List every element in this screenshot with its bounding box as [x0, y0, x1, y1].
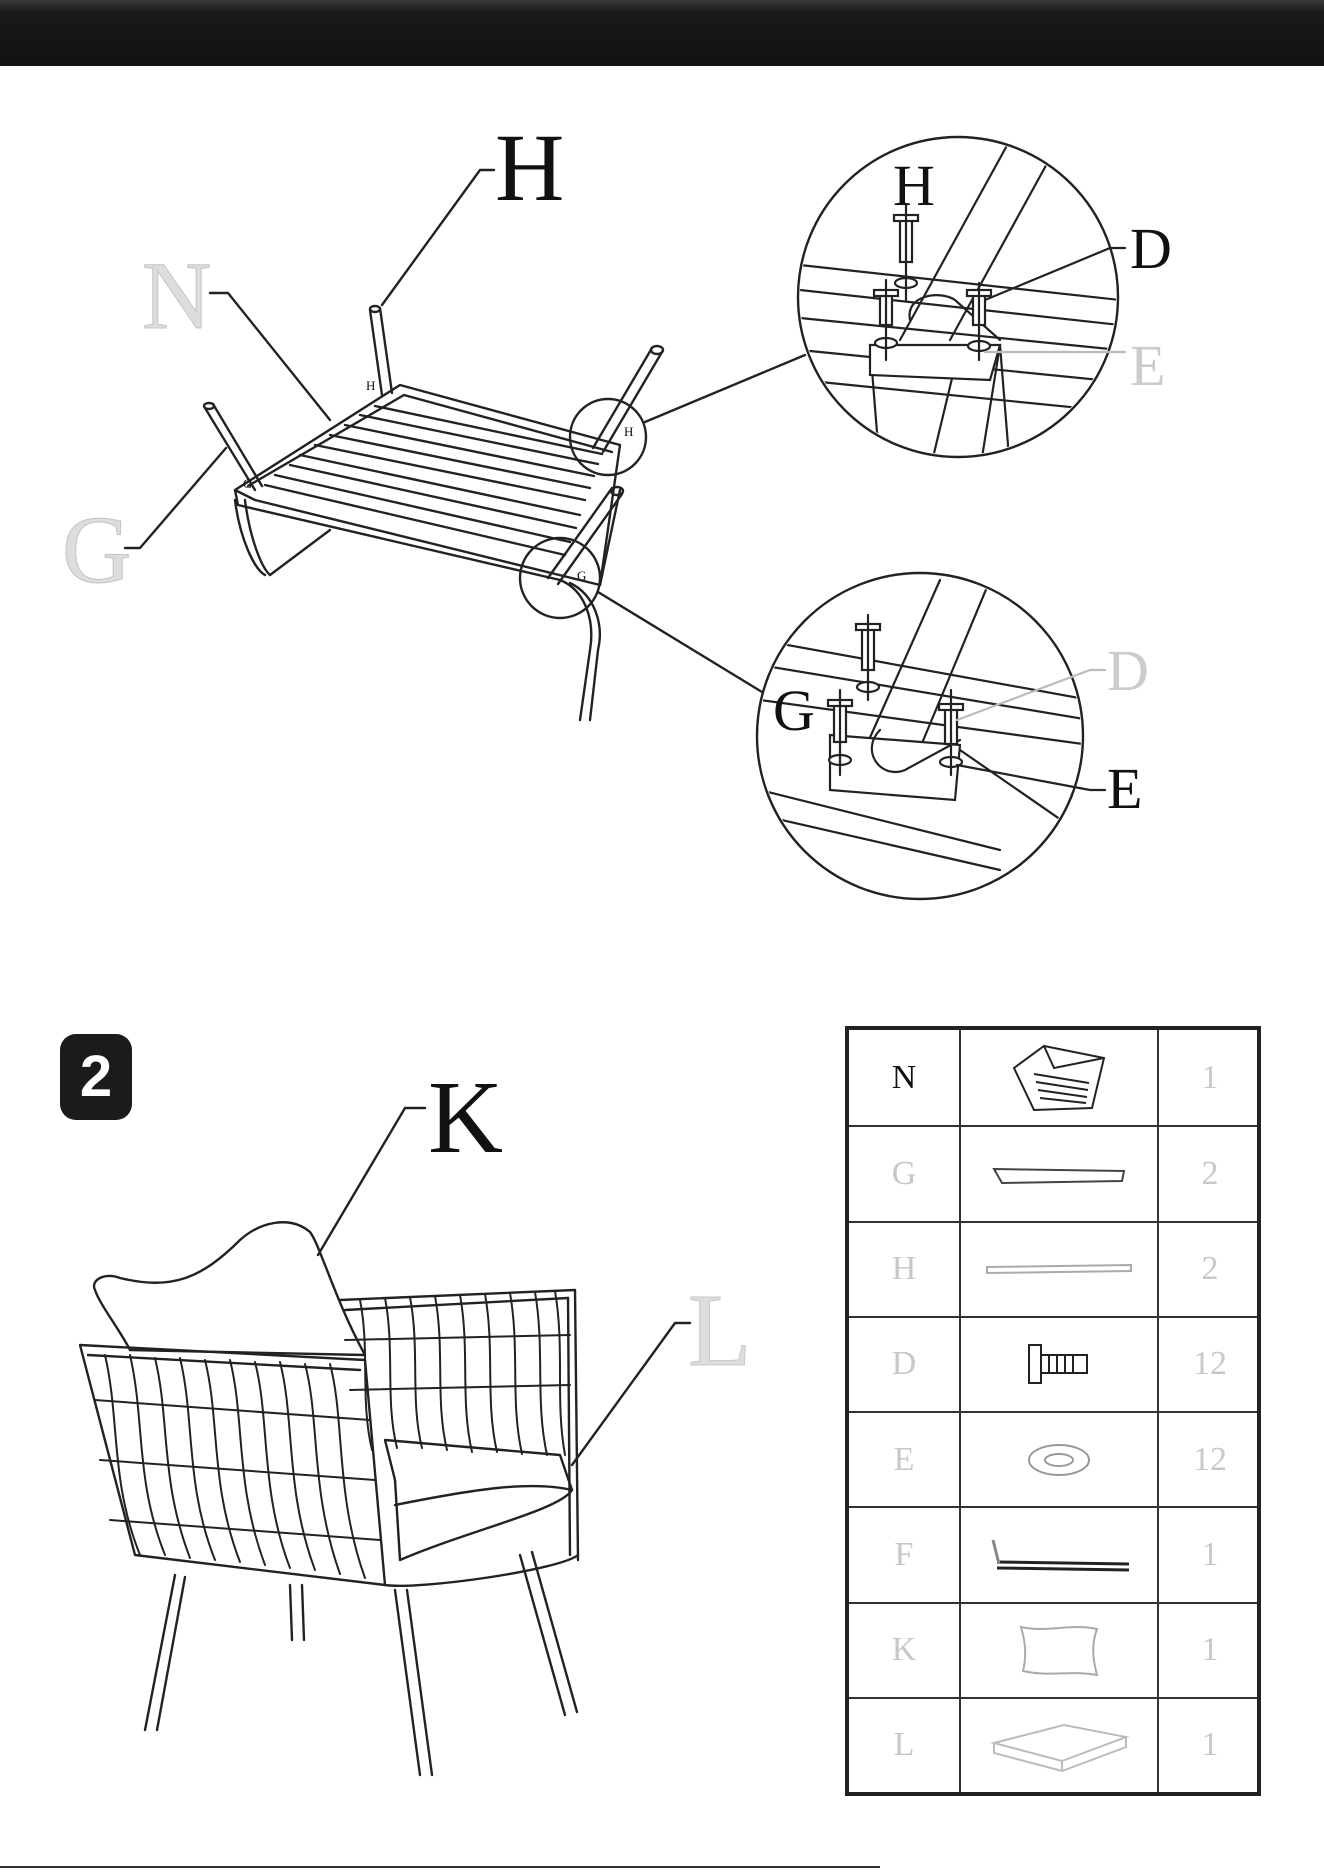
bolt-icon — [959, 1318, 1159, 1411]
part-quantity: 2 — [1159, 1223, 1261, 1316]
part-code: D — [849, 1318, 959, 1411]
pillow-icon — [959, 1604, 1159, 1697]
part-quantity: 1 — [1159, 1508, 1261, 1601]
part-code: H — [849, 1223, 959, 1316]
callout-K: K — [428, 1060, 503, 1175]
callout-G: G — [62, 496, 131, 603]
part-quantity: 1 — [1159, 1604, 1261, 1697]
detail-top-E: E — [1130, 333, 1165, 398]
washer-icon — [959, 1413, 1159, 1506]
part-code: L — [849, 1699, 959, 1792]
short-leg-icon — [959, 1127, 1159, 1220]
cushion-L-illustration — [385, 1440, 572, 1560]
callout-G-corner: G — [577, 568, 586, 583]
part-code: G — [849, 1127, 959, 1220]
sofa-frame-icon — [959, 1030, 1159, 1125]
callout-H-corner: H — [624, 424, 633, 439]
part-code: K — [849, 1604, 959, 1697]
detail-top-H: H — [893, 153, 935, 218]
seat-cushion-icon — [959, 1699, 1159, 1792]
part-quantity: 2 — [1159, 1127, 1261, 1220]
detail-bottom-G: G — [773, 678, 815, 743]
detail-circle-top — [798, 137, 1118, 457]
allen-key-icon — [959, 1508, 1159, 1601]
step1-diagram: H N G H G H G H D E G D E — [0, 0, 1324, 1000]
part-code: E — [849, 1413, 959, 1506]
part-quantity: 1 — [1159, 1030, 1261, 1125]
callout-G-small: G — [243, 476, 252, 491]
callout-N: N — [142, 242, 211, 349]
footer-divider — [0, 1866, 880, 1868]
callout-H-small: H — [366, 378, 375, 393]
step2-diagram: K L — [0, 1000, 840, 1872]
callout-L: L — [688, 1273, 752, 1388]
part-quantity: 12 — [1159, 1413, 1261, 1506]
callout-H: H — [495, 114, 564, 221]
part-quantity: 12 — [1159, 1318, 1261, 1411]
long-leg-icon — [959, 1223, 1159, 1316]
detail-bottom-D: D — [1107, 638, 1149, 703]
detail-bottom-E: E — [1107, 756, 1142, 821]
part-quantity: 1 — [1159, 1699, 1261, 1792]
part-code: F — [849, 1508, 959, 1601]
part-code: N — [849, 1030, 959, 1125]
frame-N-illustration — [235, 385, 620, 720]
detail-top-D: D — [1130, 216, 1172, 281]
